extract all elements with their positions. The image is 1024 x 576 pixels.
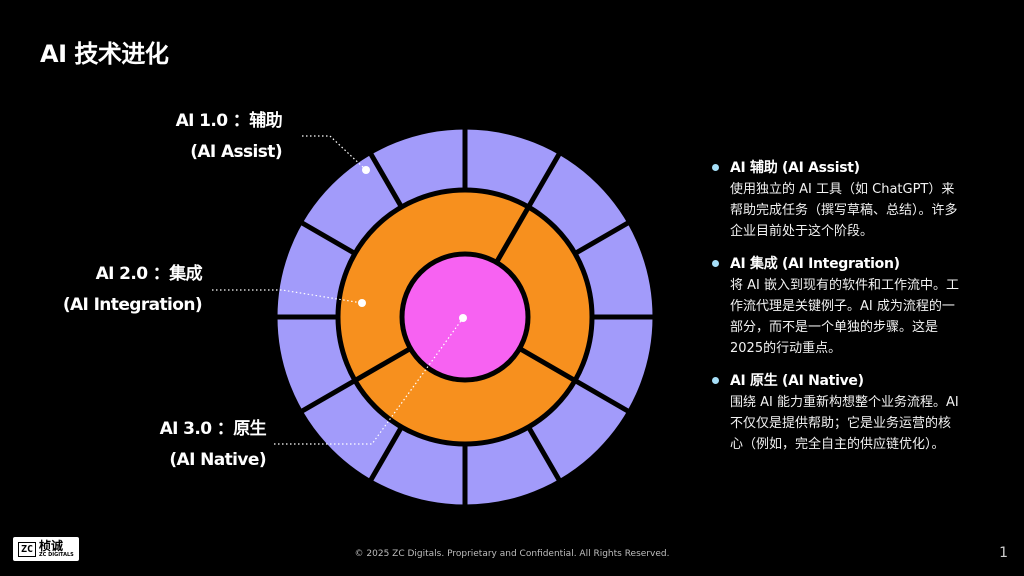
list-item-text: 将 AI 嵌入到现有的软件和工作流中。工作流代理是关键例子。AI 成为流程的一部… (730, 278, 959, 356)
outer-segment-divider (572, 377, 631, 415)
logo-cn: 桢诚 (39, 539, 64, 553)
callout-label: AI 3.0 ：原生 (159, 419, 267, 439)
logo-mark: ZC (18, 541, 37, 557)
callout-ai-3: AI 3.0 ：原生 (AI Native) (159, 414, 267, 476)
list-item: AI 原生 (AI Native) 围绕 AI 能力重新构想整个业务流程。AI … (712, 371, 962, 455)
callout-label: AI 1.0 ：辅助 (175, 111, 283, 131)
list-item: AI 集成 (AI Integration) 将 AI 嵌入到现有的软件和工作流… (712, 254, 962, 359)
company-logo: ZC 桢诚 ZC DIGITALS (13, 537, 79, 561)
middle-segment-divider (516, 345, 578, 384)
list-item-title: AI 辅助 (AI Assist) (730, 160, 860, 176)
bullet-icon (712, 377, 719, 384)
logo-wordmark: 桢诚 ZC DIGITALS (39, 540, 74, 558)
callout-ai-1: AI 1.0 ：辅助 (AI Assist) (175, 106, 283, 168)
callout-ai-2: AI 2.0 ：集成 (AI Integration) (62, 259, 203, 321)
outer-segment-divider (525, 151, 563, 210)
callout-connector-2 (212, 289, 363, 304)
callout-sublabel: (AI Native) (169, 450, 266, 470)
callout-connector-3 (274, 317, 464, 445)
middle-segment-divider (352, 345, 414, 384)
outer-segment-divider (367, 424, 405, 483)
bullet-icon (712, 164, 719, 171)
callout-sublabel: (AI Integration) (62, 295, 203, 315)
outer-segment-divider (572, 219, 631, 257)
middle-segment-divider (493, 204, 532, 266)
list-item-text: 使用独立的 AI 工具（如 ChatGPT）来帮助完成任务（撰写草稿、总结）。许… (730, 182, 958, 239)
list-item-title: AI 原生 (AI Native) (730, 373, 864, 389)
list-item-text: 围绕 AI 能力重新构想整个业务流程。AI 不仅仅是提供帮助；它是业务运营的核心… (730, 395, 959, 452)
middle-ring-dividers (352, 204, 578, 384)
outer-segment-divider (525, 424, 563, 483)
page-title: AI 技术进化 (40, 40, 169, 68)
outer-segment-divider (367, 151, 405, 210)
callout-sublabel: (AI Assist) (190, 142, 282, 162)
callout-label: AI 2.0 ：集成 (95, 264, 203, 284)
callout-dot-2 (358, 299, 366, 307)
callout-dot-1 (362, 166, 370, 174)
callout-connector-1 (302, 135, 367, 171)
callout-dot-3 (459, 314, 467, 322)
page-number: 1 (999, 545, 1008, 561)
outer-ring-dividers (275, 127, 655, 507)
outer-segment-divider (299, 219, 358, 257)
bullet-icon (712, 260, 719, 267)
logo-en: ZC DIGITALS (39, 552, 74, 558)
stage-description-list: AI 辅助 (AI Assist) 使用独立的 AI 工具（如 ChatGPT）… (712, 158, 962, 467)
list-item-title: AI 集成 (AI Integration) (730, 256, 900, 272)
list-item: AI 辅助 (AI Assist) 使用独立的 AI 工具（如 ChatGPT）… (712, 158, 962, 242)
outer-segment-divider (299, 377, 358, 415)
footer-copyright: © 2025 ZC Digitals. Proprietary and Conf… (354, 549, 670, 559)
